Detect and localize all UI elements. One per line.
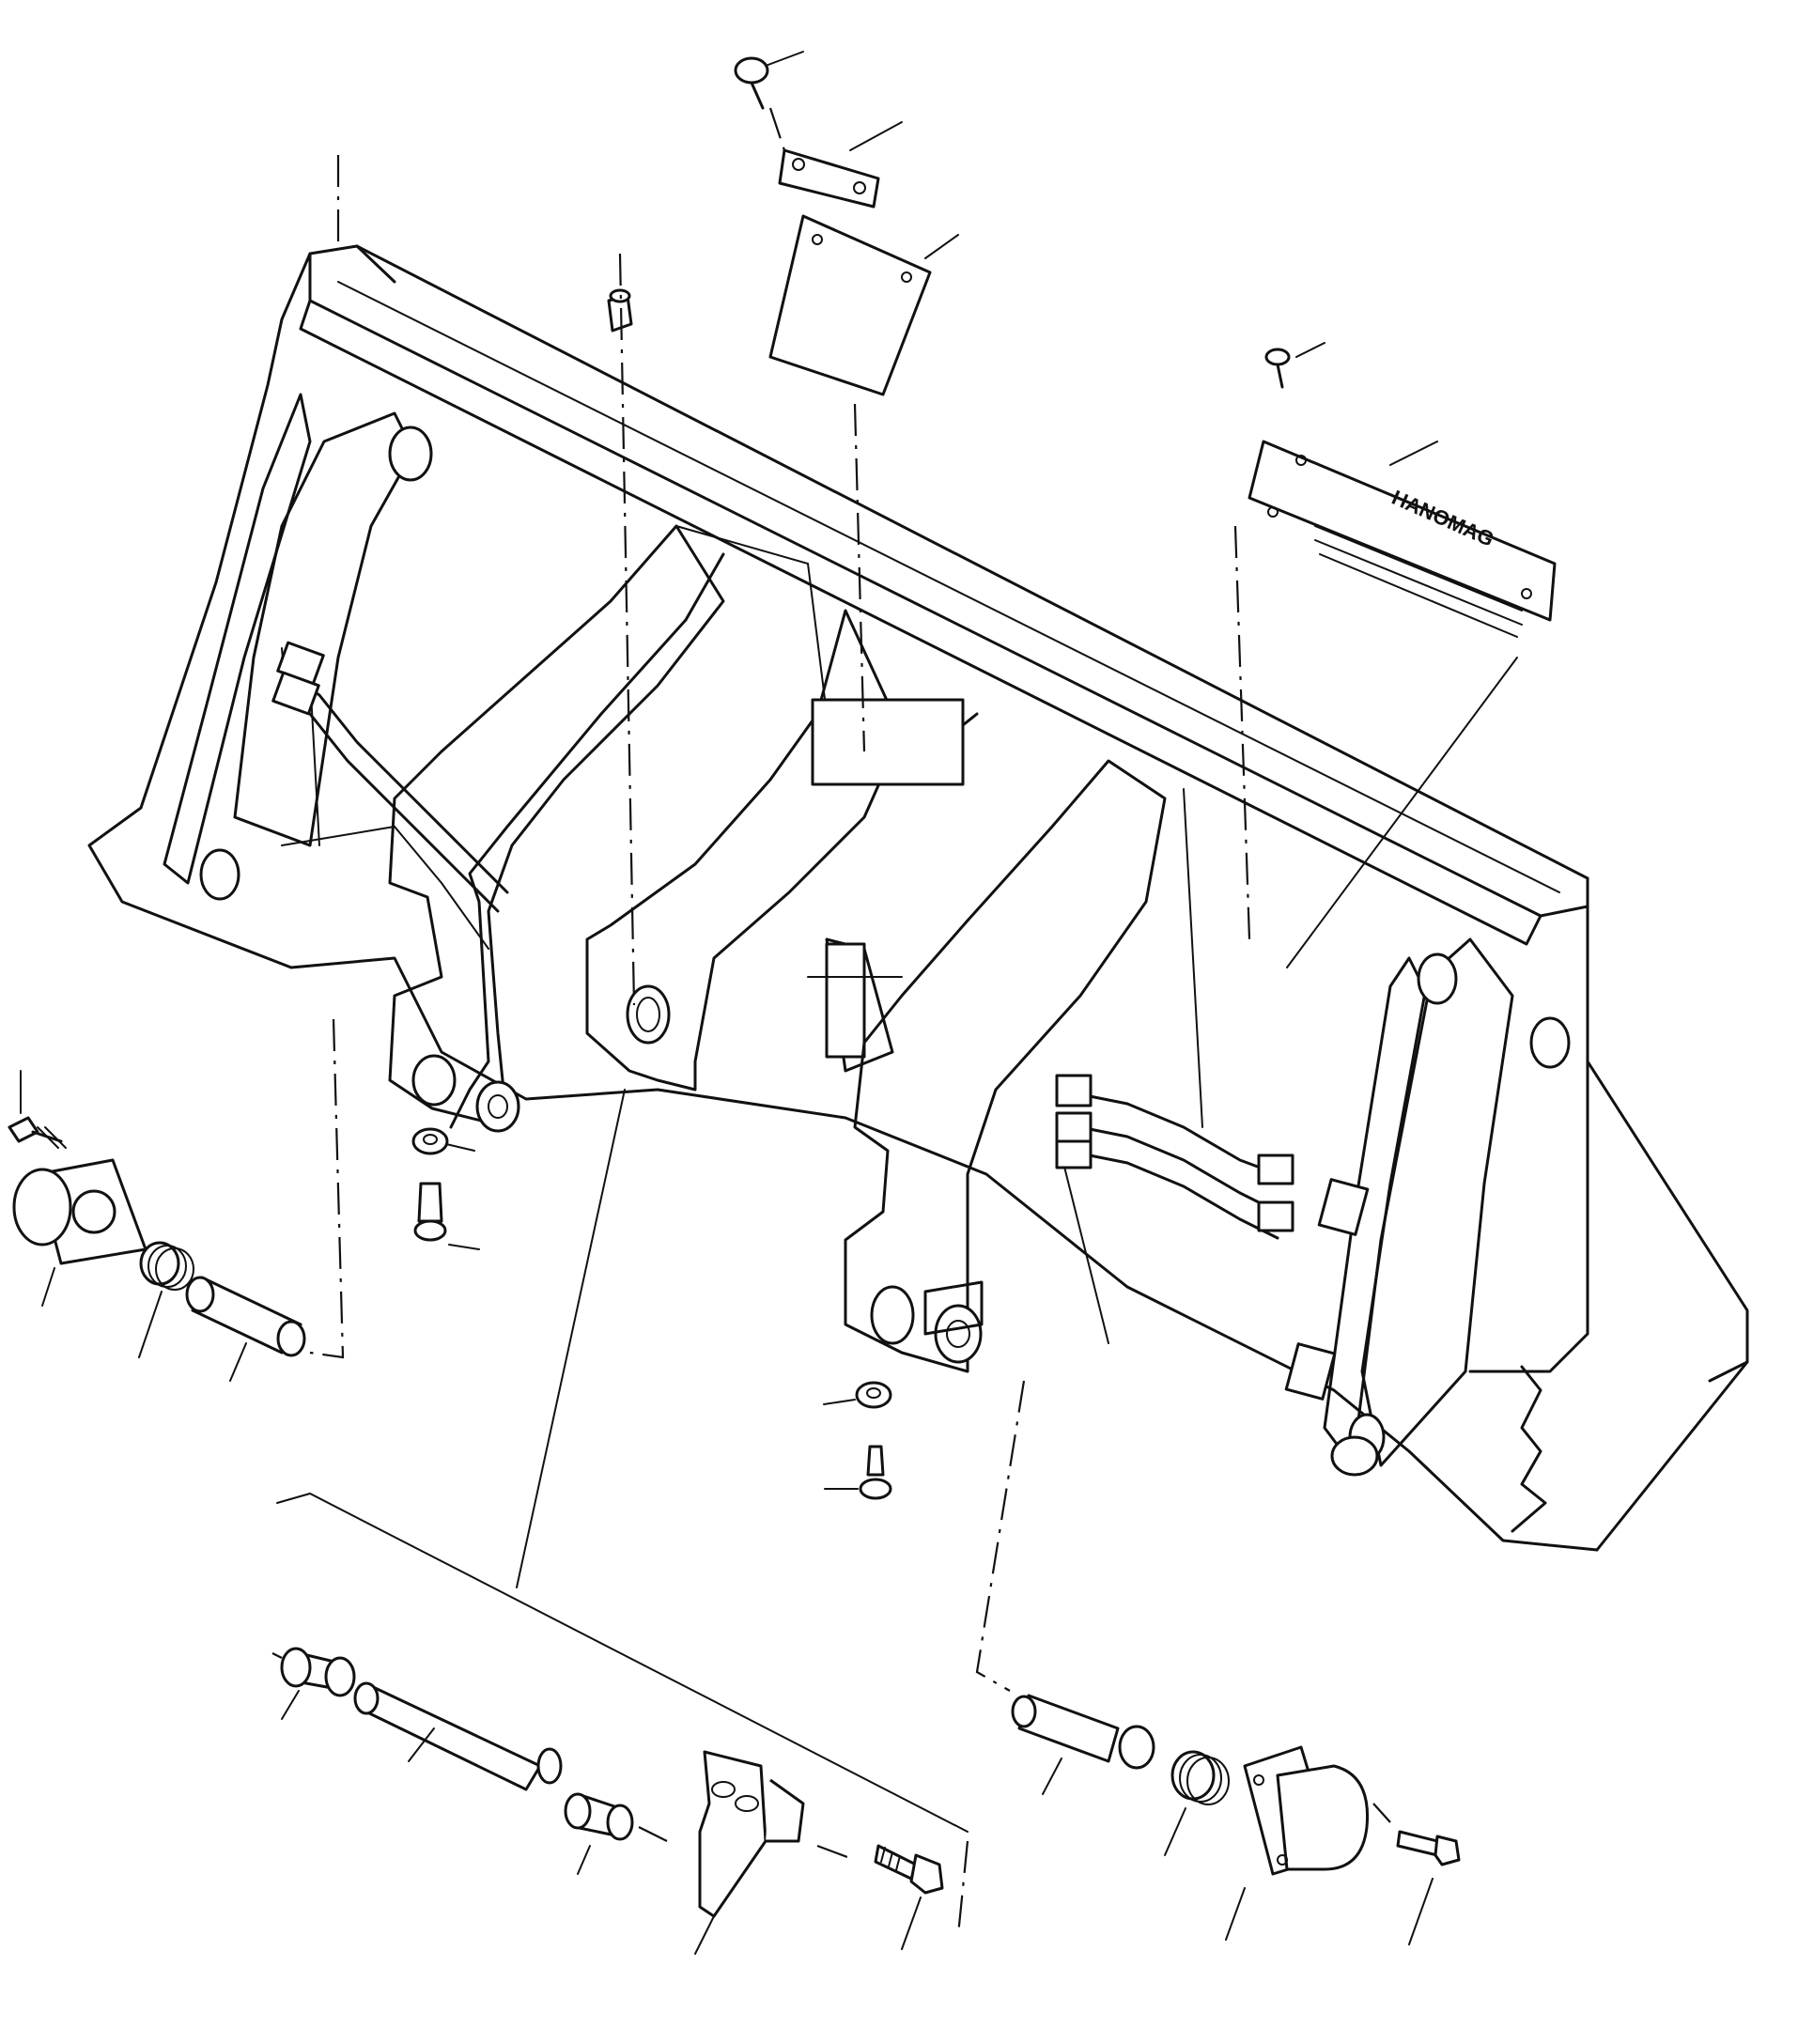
leader-left-pin [229,1342,247,1382]
leader-right-washer [823,1399,856,1405]
leader-right-pin [1042,1758,1062,1795]
left-flange-housing [12,1158,147,1265]
center-right-bracket [844,759,1167,1373]
right-pin [1011,1694,1155,1770]
leader-left-washer [445,1143,475,1152]
leader-lock-plate [694,1915,715,1955]
centerline-bushing-right [638,1826,668,1842]
left-pin [185,1276,306,1357]
bracket-leader-line [276,1492,969,1833]
leader-bushing-right [577,1845,591,1875]
left-hinge-arm [163,393,433,901]
nameplate-rivet [1264,348,1291,389]
right-flange-housing [1243,1745,1370,1876]
lock-bolt [874,1844,944,1895]
right-spring [1170,1750,1230,1805]
leader-top-bolt [765,51,804,67]
leader-right-flange [1225,1887,1246,1941]
cover-plate [768,214,932,396]
leader-cover-plate [924,234,959,259]
top-bolt [734,56,769,110]
leader-bucket-right [1286,657,1518,968]
leader-right-spring [1164,1807,1186,1856]
centerline-grease-nipple [618,253,636,1006]
left-spring [139,1241,194,1291]
bushing-right [564,1792,634,1841]
leader-long-pin [408,1727,435,1762]
long-pin [353,1681,563,1791]
left-bolt [8,1116,67,1149]
top-clamp [778,148,880,209]
right-small-bolt [859,1445,892,1500]
left-small-bolt [413,1182,447,1242]
centerline-nameplate [1233,525,1251,940]
nameplate: HANOMAG [1248,440,1557,638]
leader-left-flange [41,1267,55,1307]
centerline-right-lower [956,1840,969,1936]
leader-lock-bolt [901,1897,922,1950]
leader-right-bolt [1408,1878,1434,1945]
centerline-right-flange [1372,1803,1391,1823]
leader-left-small-bolt [448,1244,480,1250]
bushing-left [280,1647,356,1697]
centerline-left-pin [309,1018,345,1359]
right-hinge-arm [1284,937,1571,1477]
left-hydraulic-lines [271,641,509,913]
leader-nameplate [1389,441,1438,466]
left-washer [411,1127,449,1155]
leader-nameplate-rivet [1295,342,1325,358]
leader-left-spring [138,1291,163,1358]
right-bolt [1396,1830,1461,1866]
centerline-lock-plate [816,1844,856,1862]
leader-bushing-left [281,1690,300,1720]
center-middle-bracket [585,609,979,1092]
centerline-cover-plate [853,403,866,752]
leader-pin-set [516,1089,626,1588]
lock-plate [698,1750,805,1918]
centerline-right-pin [975,1380,1026,1692]
right-washer [855,1381,892,1409]
leader-top-clamp [849,121,903,151]
center-left-bracket [388,524,725,1133]
centerline-bushing-left [271,1652,283,1659]
right-hydraulic-lines [1055,1074,1294,1240]
bucket-body [87,244,1749,1552]
centerline-top [768,107,786,151]
